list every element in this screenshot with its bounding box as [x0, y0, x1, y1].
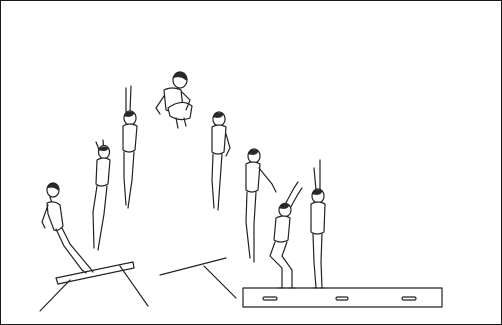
- gymnast-descent-open: [212, 112, 230, 210]
- springboard-2: [160, 258, 236, 298]
- gymnast-descent-arms-forward: [246, 149, 276, 262]
- gymnast-stand: [311, 160, 325, 288]
- gymnast-rise: [93, 140, 110, 250]
- gymnast-stretched: [123, 86, 137, 208]
- gymnast-tuck: [156, 72, 192, 128]
- balance-beam: [243, 288, 442, 307]
- gymnast-takeoff: [42, 183, 93, 273]
- springboard-1: [40, 262, 148, 311]
- gymnast-squat-landing: [270, 182, 302, 288]
